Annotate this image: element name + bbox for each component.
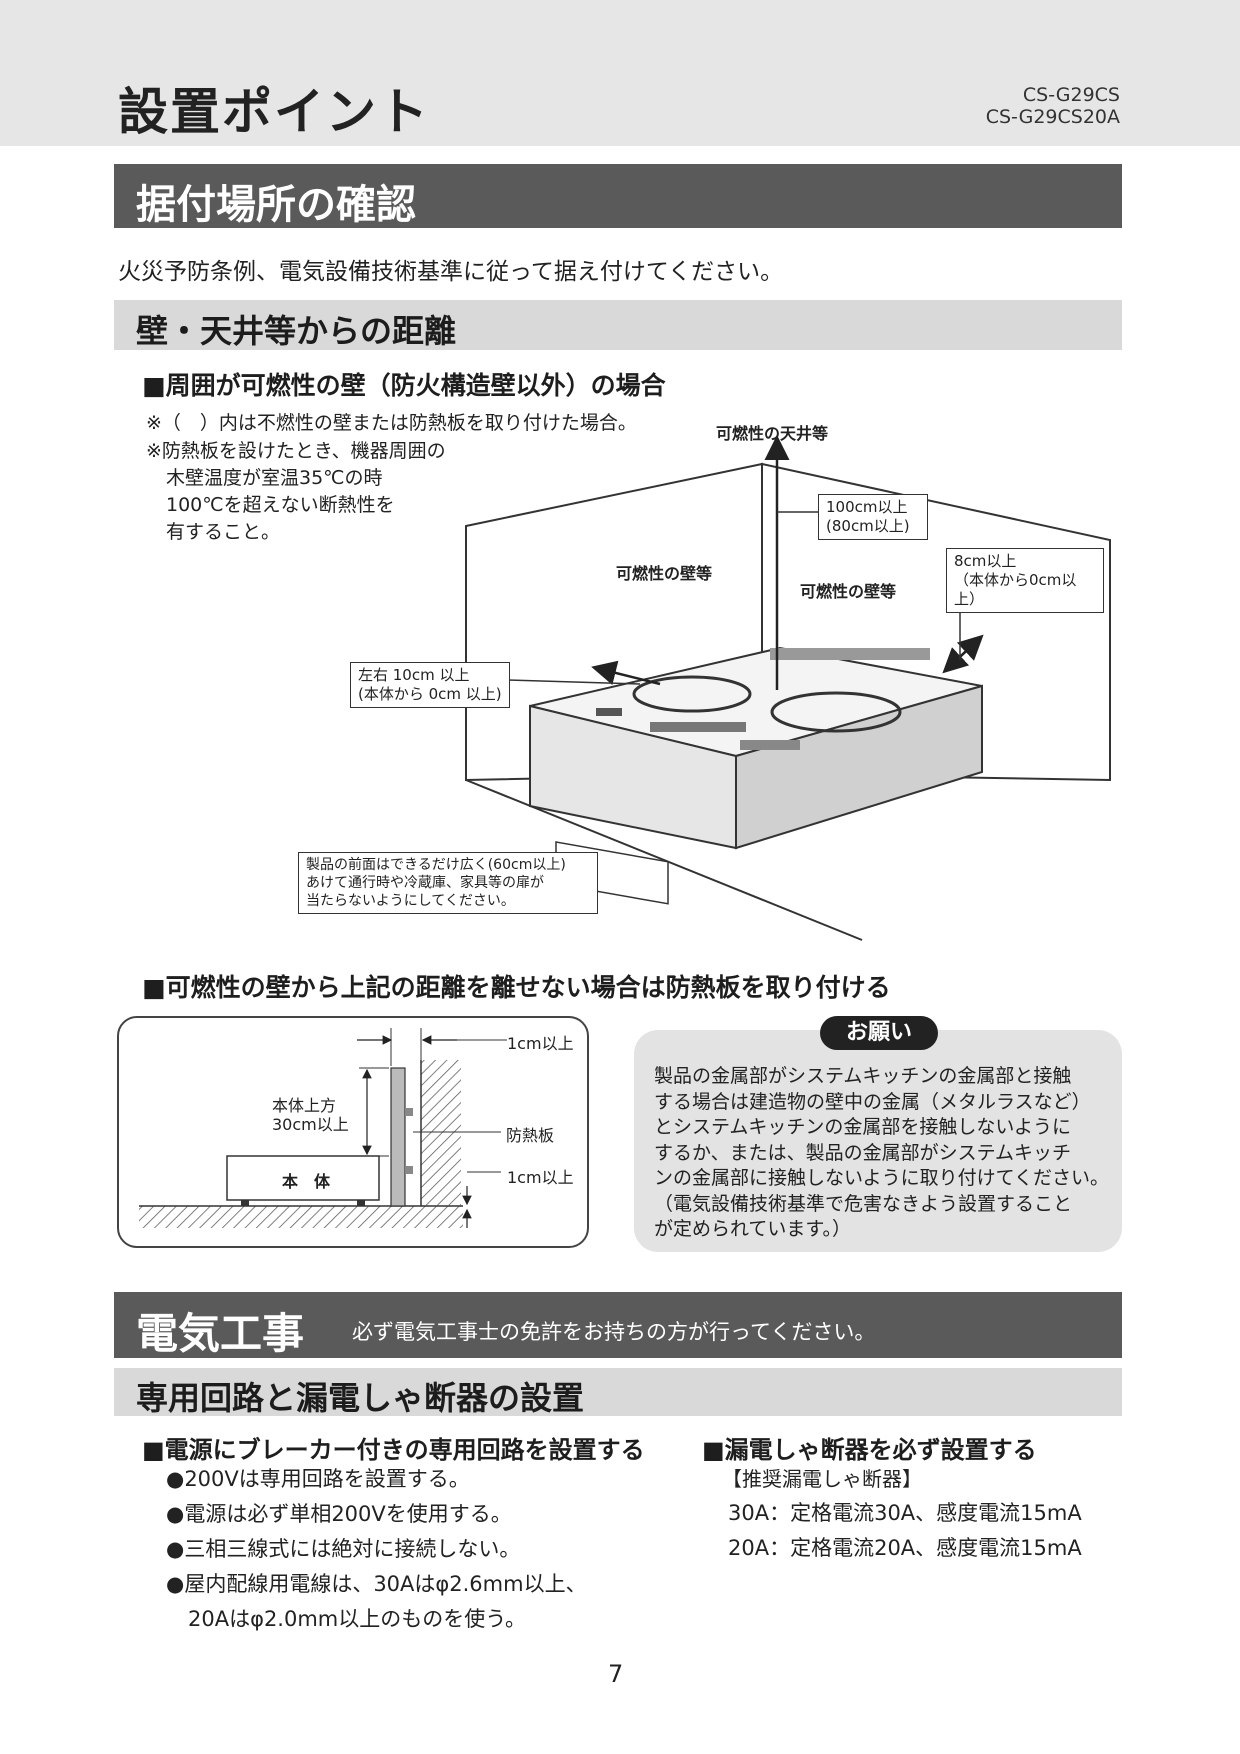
- back-distance-callout: 8cm以上 （本体から0cm以上）: [946, 548, 1104, 613]
- recommended-breaker-label: 【推奨漏電しゃ断器】: [722, 1467, 922, 1491]
- note-line: 100℃を超えない断熱性を: [166, 494, 395, 516]
- breaker-item: 30A：定格電流30A、感度電流15mA: [728, 1501, 1082, 1525]
- note-line: 木壁温度が室温35℃の時: [166, 467, 383, 489]
- note-line: 製品の前面はできるだけ広く(60cm以上): [306, 857, 566, 873]
- spacer-top: [405, 1108, 413, 1116]
- section-title: 据付場所の確認: [136, 182, 416, 228]
- lead-text: 火災予防条例、電気設備技術基準に従って据え付けてください。: [118, 259, 784, 285]
- leakage-breaker-heading: ■漏電しゃ断器を必ず設置する: [702, 1436, 1037, 1464]
- back-wall-label: 可燃性の壁等: [800, 582, 897, 601]
- section-bar-electrical-work: 電気工事 必ず電気工事士の免許をお持ちの方が行ってください。: [114, 1292, 1122, 1358]
- dedicated-circuit-bullets: ●200Vは専用回路を設置する。 ●電源は必ず単相200Vを使用する。 ●三相三…: [166, 1462, 587, 1637]
- section-bar-installation-location: 据付場所の確認: [114, 164, 1122, 228]
- height-label-line: 本体上方: [272, 1096, 337, 1115]
- note-line: あけて通行時や冷蔵庫、家具等の扉が: [306, 875, 544, 891]
- left-wall-label: 可燃性の壁等: [616, 564, 713, 583]
- request-box: [634, 1030, 1122, 1252]
- gap-bottom-label: 1cm以上: [507, 1168, 574, 1187]
- control-panel: [650, 722, 746, 732]
- note-parentheses: ※（ ）内は不燃性の壁または防熱板を取り付けた場合。: [146, 412, 637, 434]
- callout-line: （本体から0cm以上）: [954, 571, 1077, 608]
- callout-line: (80cm以上): [826, 517, 910, 535]
- section-title-note: 必ず電気工事士の免許をお持ちの方が行ってください。: [352, 1320, 876, 1344]
- bullet-item: ●三相三線式には絶対に接続しない。: [166, 1537, 521, 1561]
- callout-line: (本体から 0cm 以上): [358, 685, 502, 703]
- header-band: [0, 0, 1240, 146]
- request-badge: お願い: [820, 1016, 938, 1050]
- recommended-breaker-list: 30A：定格電流30A、感度電流15mA 20A：定格電流20A、感度電流15m…: [728, 1496, 1082, 1566]
- front-clearance-note: 製品の前面はできるだけ広く(60cm以上) あけて通行時や冷蔵庫、家具等の扉が …: [298, 852, 598, 914]
- unit-body: [226, 1155, 380, 1201]
- request-line: （電気設備技術基準で危害なきよう設置すること: [654, 1192, 1073, 1215]
- request-line: が定められています。）: [654, 1218, 852, 1240]
- ceiling-distance-callout: 100cm以上 (80cm以上): [818, 494, 928, 540]
- note-heat-board: ※防熱板を設けたとき、機器周囲の 木壁温度が室温35℃の時 100℃を超えない断…: [146, 438, 446, 546]
- heat-board-diagram-frame: [117, 1016, 589, 1248]
- display-panel: [740, 740, 800, 750]
- model-number-1: CS-G29CS: [1022, 84, 1120, 106]
- subsection-bar-distance: 壁・天井等からの距離: [114, 300, 1122, 350]
- spacer-bottom: [405, 1166, 413, 1174]
- case2-heading: ■可燃性の壁から上記の距離を離せない場合は防熱板を取り付ける: [142, 973, 891, 1002]
- callout-line: 左右 10cm 以上: [358, 666, 470, 684]
- page-number: 7: [608, 1660, 624, 1688]
- ceiling-label: 可燃性の天井等: [716, 424, 829, 443]
- height-label-line: 30cm以上: [272, 1115, 349, 1134]
- request-line: するか、または、製品の金属部がシステムキッチ: [654, 1141, 1072, 1164]
- callout-line: 8cm以上: [954, 552, 1017, 570]
- note-line: ※防熱板を設けたとき、機器周囲の: [146, 440, 446, 462]
- gap-top-label: 1cm以上: [507, 1034, 574, 1053]
- subsection-bar-circuit: 専用回路と漏電しゃ断器の設置: [114, 1368, 1122, 1417]
- model-number-2: CS-G29CS20A: [985, 106, 1120, 128]
- request-line: する場合は建造物の壁中の金属（メタルラスなど）: [654, 1090, 1091, 1113]
- bullet-item: ●屋内配線用電線は、30Aはφ2.6mm以上、: [166, 1572, 587, 1596]
- request-line: とシステムキッチンの金属部を接触しないように: [654, 1116, 1072, 1138]
- callout-line: 100cm以上: [826, 498, 908, 516]
- bullet-item-continuation: 20Aはφ2.0mm以上のものを使う。: [188, 1607, 526, 1631]
- heat-board: [390, 1067, 406, 1207]
- installation-diagram: [465, 435, 1111, 941]
- case1-heading: ■周囲が可燃性の壁（防火構造壁以外）の場合: [142, 371, 666, 400]
- bullet-item: ●200Vは専用回路を設置する。: [166, 1467, 470, 1491]
- request-line: 製品の金属部がシステムキッチンの金属部と接触: [654, 1065, 1072, 1087]
- height-label: 本体上方 30cm以上: [272, 1096, 349, 1134]
- unit-foot-right: [357, 1200, 365, 1206]
- back-distance-arrow-down: [942, 637, 981, 674]
- floor-hatch: [139, 1206, 463, 1228]
- burner-right: [770, 691, 902, 733]
- wall-hatch: [421, 1060, 461, 1206]
- heat-board-diagram: [139, 1028, 507, 1228]
- leader-side: [505, 679, 641, 685]
- side-distance-arrow: [591, 660, 661, 686]
- heat-board-label: 防熱板: [506, 1126, 555, 1145]
- rear-vent: [770, 648, 930, 660]
- subsection-title: 専用回路と漏電しゃ断器の設置: [136, 1379, 585, 1417]
- page-title: 設置ポイント: [118, 83, 430, 141]
- request-line: ンの金属部に接触しないように取り付けてください。: [654, 1167, 1110, 1189]
- unit-foot-left: [241, 1200, 249, 1206]
- breaker-item: 20A：定格電流20A、感度電流15mA: [728, 1536, 1082, 1560]
- request-text: 製品の金属部がシステムキッチンの金属部と接触 する場合は建造物の壁中の金属（メタ…: [654, 1064, 1110, 1243]
- burner-left: [632, 675, 752, 713]
- dedicated-circuit-heading: ■電源にブレーカー付きの専用回路を設置する: [142, 1436, 645, 1464]
- bullet-item: ●電源は必ず単相200Vを使用する。: [166, 1502, 512, 1526]
- control-knobs: [596, 708, 622, 716]
- subsection-title: 壁・天井等からの距離: [136, 312, 457, 350]
- note-line: 有すること。: [166, 521, 281, 543]
- note-line: 当たらないようにしてください。: [306, 893, 515, 909]
- side-distance-callout: 左右 10cm 以上 (本体から 0cm 以上): [350, 662, 510, 708]
- section-title: 電気工事: [136, 1309, 305, 1358]
- unit-body-label: 本 体: [282, 1172, 331, 1191]
